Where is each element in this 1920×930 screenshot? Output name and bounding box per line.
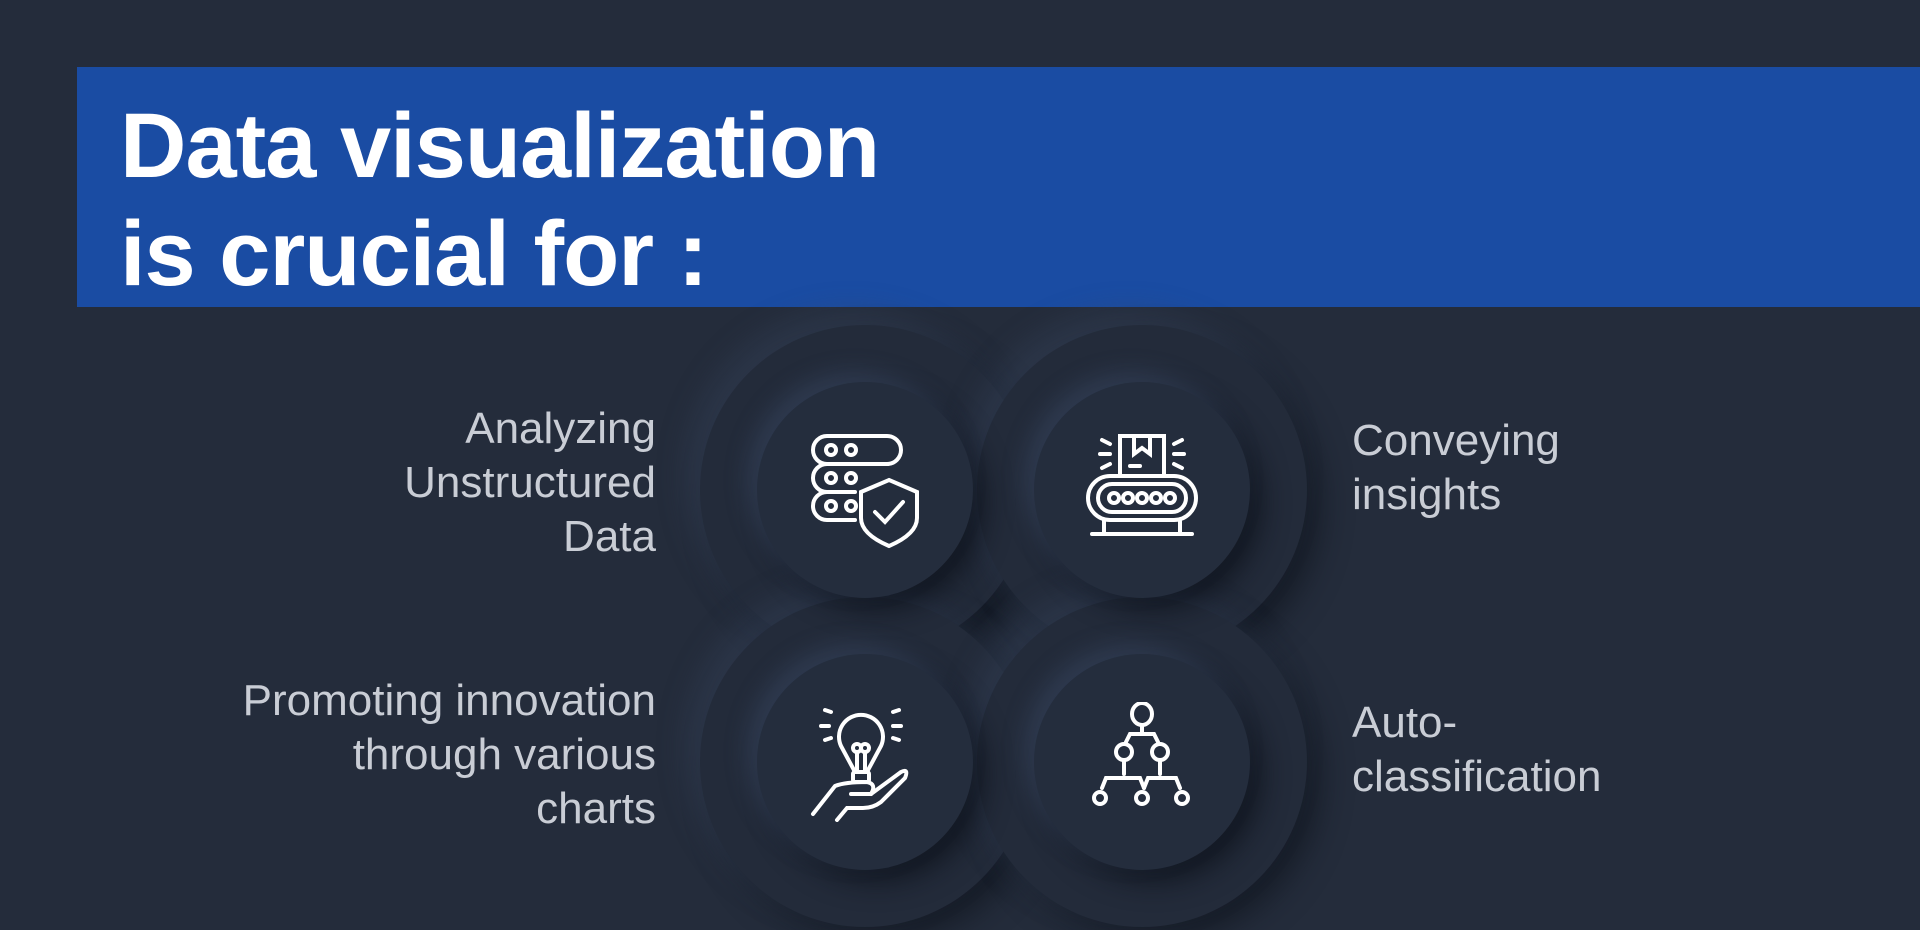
label-line: Conveying [1352,416,1560,465]
label-line: classification [1352,752,1602,801]
label-autoclassification: Auto- classification [1352,696,1601,804]
lightbulb-hand-icon [811,708,909,822]
label-analyzing: Analyzing Unstructured Data [404,402,656,564]
label-line: through various [352,730,656,779]
label-line: charts [536,784,656,833]
label-line: Promoting innovation [242,676,656,725]
conveyor-box-icon [1086,434,1198,536]
label-line: Auto- [1352,698,1458,747]
hierarchy-icon [1092,702,1190,806]
label-line: insights [1352,470,1502,519]
label-conveying: Conveying insights [1352,414,1560,522]
server-shield-icon [811,434,919,549]
disc-autoclassification [1034,654,1250,870]
title-banner [77,67,1920,307]
label-line: Data [563,512,656,561]
title-line-1: Data visualization [120,95,880,197]
page-title: Data visualization is crucial for : [120,92,880,308]
label-line: Unstructured [404,458,656,507]
disc-conveying [1034,382,1250,598]
disc-analyzing [757,382,973,598]
disc-innovation [757,654,973,870]
title-line-2: is crucial for : [120,203,708,305]
label-innovation: Promoting innovation through various cha… [243,674,656,836]
label-line: Analyzing [465,404,656,453]
